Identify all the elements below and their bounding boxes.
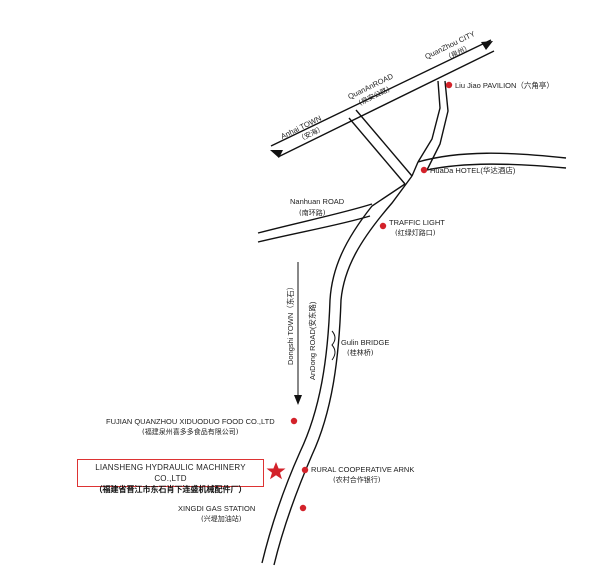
liujiao-label: Liu Jiao PAVILION（六角亭） — [455, 80, 554, 90]
huada-label: HuaDa HOTEL(华达酒店) — [430, 165, 516, 175]
traffic-light-marker — [379, 222, 387, 230]
nanhuan-road-cn-label: (南环路) — [299, 208, 326, 217]
xingdi-gas-label: XINGDI GAS STATION — [178, 504, 255, 513]
andong-road — [261, 175, 413, 566]
nanhuan-road — [257, 203, 373, 243]
liujiao-road — [417, 80, 449, 171]
gulin-bridge-icon — [331, 330, 336, 361]
company-name-en: LIANSHENG HYDRAULIC MACHINERY CO.,LTD — [95, 463, 246, 483]
rural-bank-marker — [301, 466, 309, 474]
dongshi-arrow-icon — [294, 395, 302, 405]
huada-road — [417, 152, 567, 171]
fujian-food-marker — [290, 417, 298, 425]
andong-road-label: AnDong ROAD(安东路) — [307, 301, 317, 380]
rural-bank-cn-label: (农村合作银行) — [333, 475, 381, 484]
huada-marker — [420, 166, 428, 174]
xingdi-gas-marker — [299, 504, 307, 512]
quanan-road — [270, 39, 495, 158]
xingdi-gas-cn-label: (兴堤加油站) — [201, 514, 242, 523]
traffic-light-cn-label: (红绿灯路口) — [395, 228, 436, 237]
traffic-light-label: TRAFFIC LIGHT — [389, 218, 445, 227]
company-label-box: LIANSHENG HYDRAULIC MACHINERY CO.,LTD （福… — [77, 459, 264, 494]
connector-road — [348, 109, 419, 185]
gulin-bridge-cn-label: (桂林桥) — [347, 348, 374, 357]
fujian-food-label: FUJIAN QUANZHOU XIDUODUO FOOD CO.,LTD — [106, 417, 275, 426]
arrow-to-anhai-icon — [270, 150, 283, 158]
arrow-to-quanzhou-icon — [481, 41, 493, 50]
dongshi-town-label: Dongshi TOWN（东石） — [285, 283, 295, 365]
nanhuan-road-label: Nanhuan ROAD — [290, 197, 345, 206]
gulin-bridge-label: Gulin BRIDGE — [341, 338, 389, 347]
liujiao-marker — [445, 81, 453, 89]
company-name-cn: （福建省晋江市东石肖下连盛机械配件厂） — [94, 485, 247, 494]
fujian-food-cn-label: (福建泉州喜多多食品有限公司) — [142, 427, 239, 436]
rural-bank-label: RURAL COOPERATIVE ARNK — [311, 465, 414, 474]
company-star-icon — [266, 462, 286, 480]
